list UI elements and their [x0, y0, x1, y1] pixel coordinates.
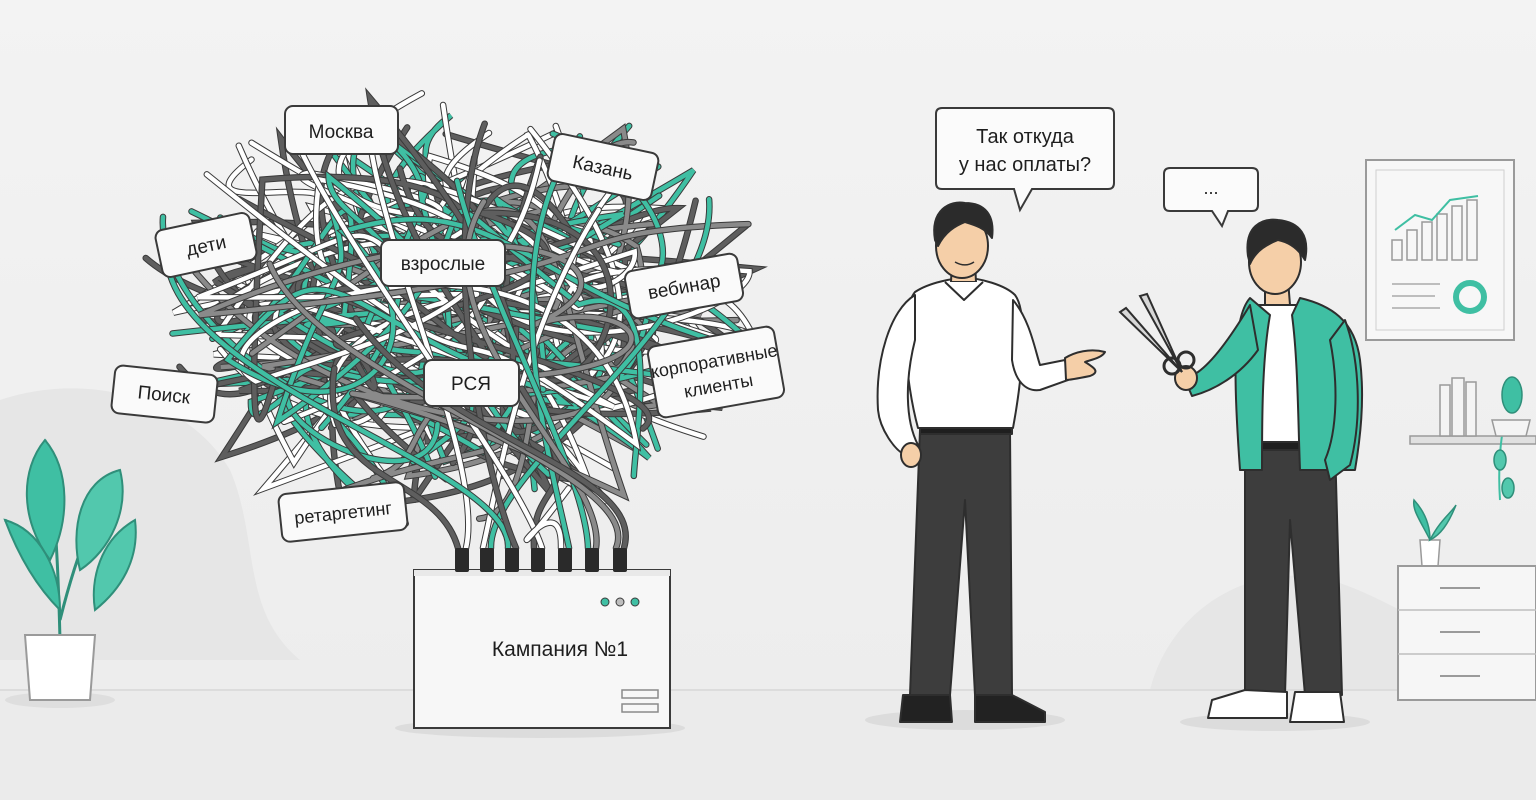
tag-search: Поиск: [110, 364, 219, 424]
cable: [524, 486, 571, 551]
cable-plug: [613, 548, 627, 572]
man-teal-jacket: [1174, 218, 1370, 731]
speech-bubble-right: ...: [1163, 167, 1259, 229]
wall-chart-frame: [1365, 159, 1515, 341]
speech-left-line2: у нас оплаты?: [959, 154, 1091, 176]
cable: [462, 121, 519, 551]
cable-plugs: [455, 548, 627, 572]
cable: [267, 261, 621, 551]
cable: [529, 134, 583, 551]
plant-left: [3, 438, 137, 708]
cable-plug: [558, 548, 572, 572]
tag-moscow: Москва: [284, 105, 399, 155]
cable: [166, 268, 511, 551]
tag-kazan: Казань: [546, 132, 660, 202]
background-blob: [0, 388, 300, 660]
man-white-shirt: [865, 201, 1106, 730]
speech-left-line1: Так откуда: [976, 126, 1075, 148]
cable-plug: [531, 548, 545, 572]
speech-bubble-left: Так откуда у нас оплаты?: [935, 107, 1115, 213]
cable: [330, 366, 461, 551]
side-cabinet: [1397, 498, 1536, 701]
wall-shelf: [1409, 376, 1536, 501]
scissors-icon: [1118, 292, 1196, 376]
tag-kids: дети: [154, 212, 258, 278]
cable-plug: [505, 548, 519, 572]
tag-rsya: РСЯ: [423, 359, 520, 407]
cable-plug: [480, 548, 494, 572]
tag-adults: взрослые: [380, 239, 506, 287]
tag-moscow-label: Москва: [309, 122, 374, 143]
speech-right-text: ...: [1203, 178, 1218, 198]
tag-rsya-label: РСЯ: [451, 374, 491, 395]
campaign-box: Кампания №1: [395, 569, 685, 738]
cable-plug: [455, 548, 469, 572]
campaign-box-label: Кампания №1: [492, 638, 628, 661]
tag-adults-label: взрослые: [401, 254, 486, 275]
tag-corporate-clients: корпоративные клиенты: [646, 325, 786, 419]
tag-retargeting: ретаргетинг: [277, 481, 409, 543]
cable-plug: [585, 548, 599, 572]
cable: [353, 316, 628, 551]
tag-webinar: вебинар: [623, 252, 745, 320]
